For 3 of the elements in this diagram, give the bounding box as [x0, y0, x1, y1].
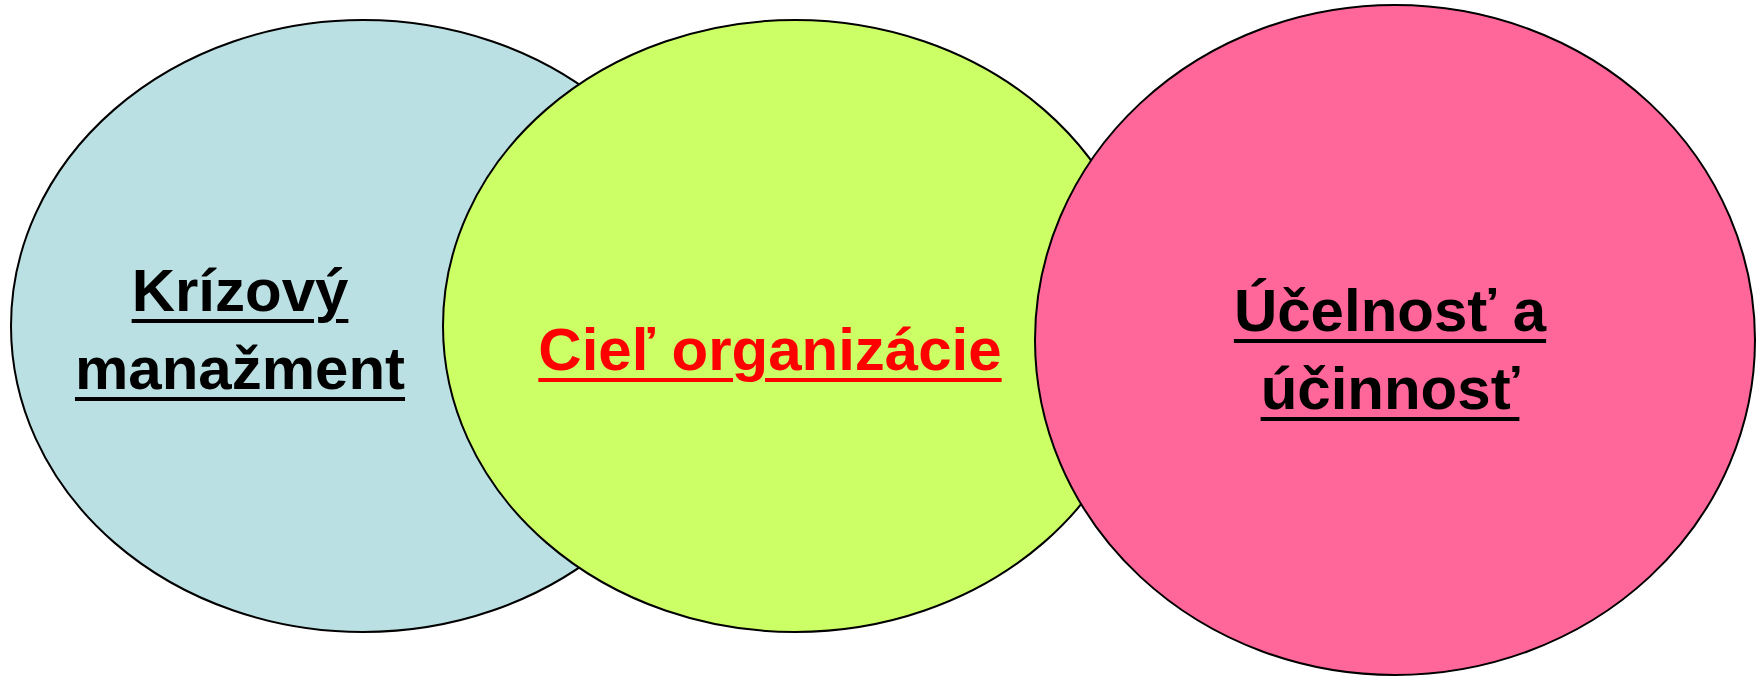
node-label: Cieľ organizácie [538, 315, 1002, 385]
node-label: Účelnosť a účinnosť [1232, 276, 1548, 424]
node-label: Krízový manažment [73, 256, 407, 404]
